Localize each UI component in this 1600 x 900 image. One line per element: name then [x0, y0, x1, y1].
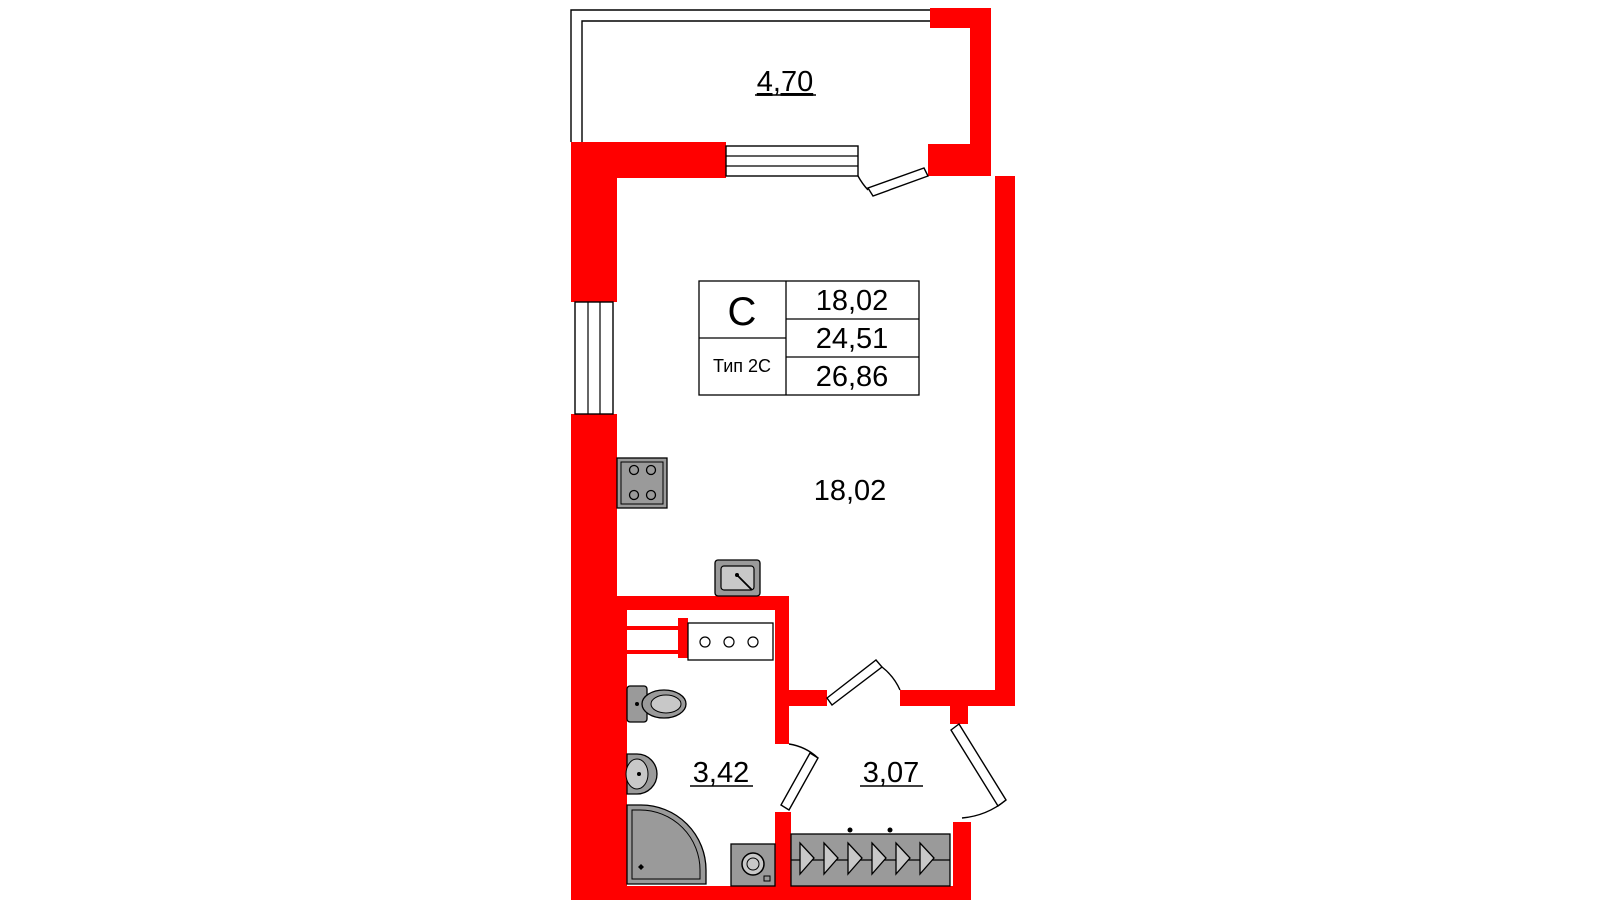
toilet-icon	[626, 685, 687, 723]
washbasin-icon	[687, 622, 774, 661]
apartment-info-box: С Тип 2С 18,02 24,51 26,86	[698, 280, 920, 396]
room-area-balcony: 4,70	[757, 66, 813, 98]
washing-machine-icon	[730, 843, 776, 887]
balcony-door	[857, 167, 929, 197]
room-area-hall: 3,07	[863, 757, 919, 789]
room-area-living: 18,02	[814, 475, 887, 507]
area-total-summary: 24,51	[816, 323, 889, 355]
hall-door-top	[826, 659, 901, 706]
balcony-outline	[570, 9, 930, 142]
entrance-door	[950, 722, 1007, 819]
bathroom-sink-icon	[625, 753, 658, 795]
stove-icon	[616, 457, 668, 509]
room-area-bathroom: 3,42	[693, 757, 749, 789]
area-living-summary: 18,02	[816, 285, 889, 317]
apartment-type-name: Тип 2С	[713, 356, 771, 376]
wardrobe-hangers-icon	[790, 827, 951, 887]
window-top	[725, 145, 859, 177]
window-left	[574, 301, 614, 415]
shower-icon	[626, 804, 707, 885]
apartment-type-letter: С	[728, 290, 757, 334]
sink-icon	[714, 559, 761, 597]
area-total-with-balcony-summary: 26,86	[816, 361, 889, 393]
bathroom-door	[780, 743, 819, 811]
walls	[571, 8, 1015, 900]
